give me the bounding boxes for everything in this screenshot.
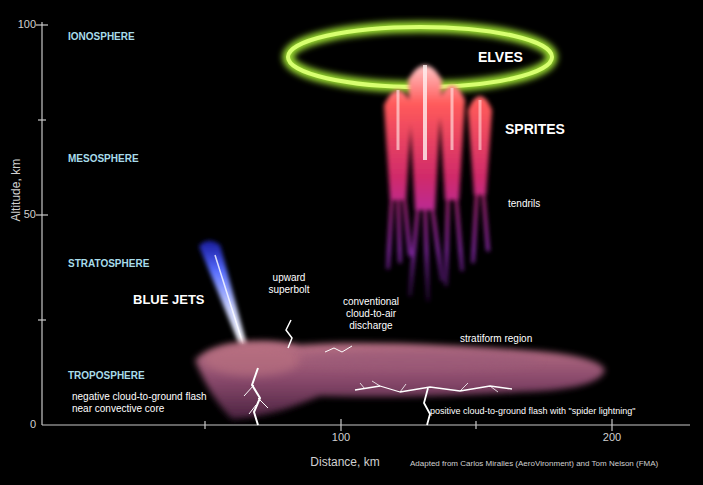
upward-superbolt (286, 320, 292, 348)
note: conventional cloud-to-air discharge (330, 296, 412, 332)
phenomenon-name: BLUE JETS (133, 292, 205, 308)
layer-name: TROPOSPHERE (68, 370, 145, 382)
axis-title: Altitude, km (9, 134, 23, 246)
spider-branch (360, 381, 498, 392)
axis-value: 200 (597, 431, 627, 444)
cloud-to-air-bolt (325, 346, 352, 352)
tendril (456, 195, 462, 270)
tick (204, 421, 205, 429)
tick (38, 319, 46, 320)
convective-core (204, 344, 300, 376)
tendril (446, 195, 448, 285)
bolt-branch (244, 385, 268, 414)
sprite (384, 90, 412, 200)
axis-value: 0 (8, 418, 36, 431)
sprite-core (479, 100, 482, 150)
stratiform-glow (300, 350, 540, 370)
blue-jet-core (215, 255, 243, 344)
spider-lightning (355, 386, 512, 392)
tendril (473, 190, 477, 262)
note: tendrils (508, 198, 540, 210)
negative-cg-bolt (252, 368, 260, 425)
sprite-core (423, 65, 427, 160)
axis-title: Distance, km (296, 455, 394, 469)
tick (340, 419, 341, 431)
tendril (483, 190, 488, 250)
tendril (388, 195, 392, 268)
phenomenon-name: SPRITES (505, 121, 565, 138)
sprite-tendrils (388, 190, 488, 300)
sprites (384, 65, 492, 300)
tick (38, 119, 46, 120)
sprite (439, 85, 465, 200)
sprite-core (397, 90, 400, 150)
tick (475, 421, 476, 429)
layer-name: STRATOSPHERE (68, 258, 149, 270)
blue-jet (199, 241, 247, 346)
sprite (468, 96, 492, 195)
sprite (408, 65, 442, 210)
tick (36, 24, 48, 25)
sprite-core (451, 88, 454, 150)
sprite-highlights (398, 65, 480, 160)
axis-value: 100 (326, 431, 356, 444)
note: upward superbolt (260, 272, 318, 296)
axis-value: 100 (8, 18, 36, 31)
phenomenon-name: ELVES (478, 49, 523, 66)
tick (36, 214, 48, 215)
tick (611, 419, 612, 431)
note: positive cloud-to-ground flash with "spi… (430, 406, 636, 417)
tendril (425, 205, 428, 300)
axes (36, 22, 690, 431)
tendril (432, 205, 442, 280)
positive-cg-bolt (424, 388, 430, 425)
note: stratiform region (460, 333, 532, 345)
tendril (410, 205, 418, 295)
tendril (398, 195, 400, 262)
note: negative cloud-to-ground flash near conv… (72, 391, 222, 415)
tendril (404, 195, 410, 255)
layer-name: MESOSPHERE (68, 153, 139, 165)
x-axis (42, 424, 690, 425)
y-axis (41, 22, 42, 425)
credit: Adapted from Carlos Miralles (AeroVironm… (410, 459, 658, 469)
layer-name: IONOSPHERE (68, 31, 135, 43)
